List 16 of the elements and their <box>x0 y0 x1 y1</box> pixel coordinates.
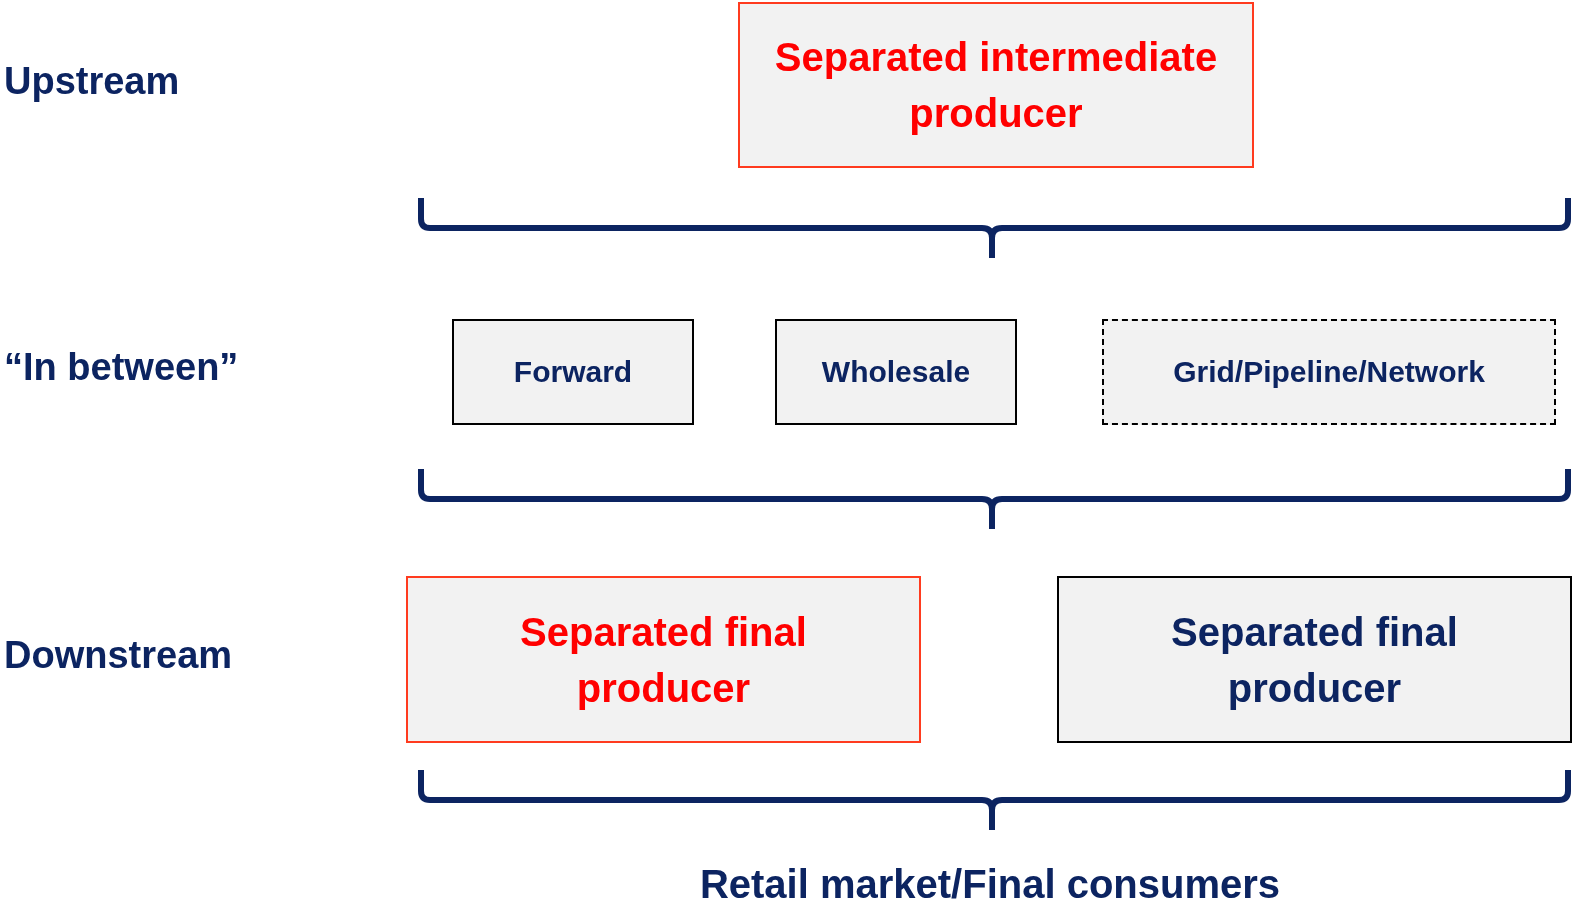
box-label: Grid/Pipeline/Network <box>1173 354 1485 390</box>
box-label: Separated final producer <box>519 608 808 712</box>
producer-box <box>1057 576 1572 743</box>
producer-box <box>775 319 1017 425</box>
producer-box <box>738 2 1254 168</box>
box-label: Wholesale <box>821 354 971 390</box>
level-label: Downstream <box>4 634 233 677</box>
market-label: Retail market/Final consumers <box>699 861 1281 908</box>
box-label: Forward <box>513 354 633 390</box>
producer-box <box>1102 319 1556 425</box>
box-label: Separated final producer <box>1170 608 1459 712</box>
producer-box <box>452 319 694 425</box>
box-label: Separated intermediate producer <box>773 34 1219 137</box>
level-label: Upstream <box>4 60 180 103</box>
producer-box <box>406 576 921 743</box>
level-label: “In between” <box>4 346 239 389</box>
